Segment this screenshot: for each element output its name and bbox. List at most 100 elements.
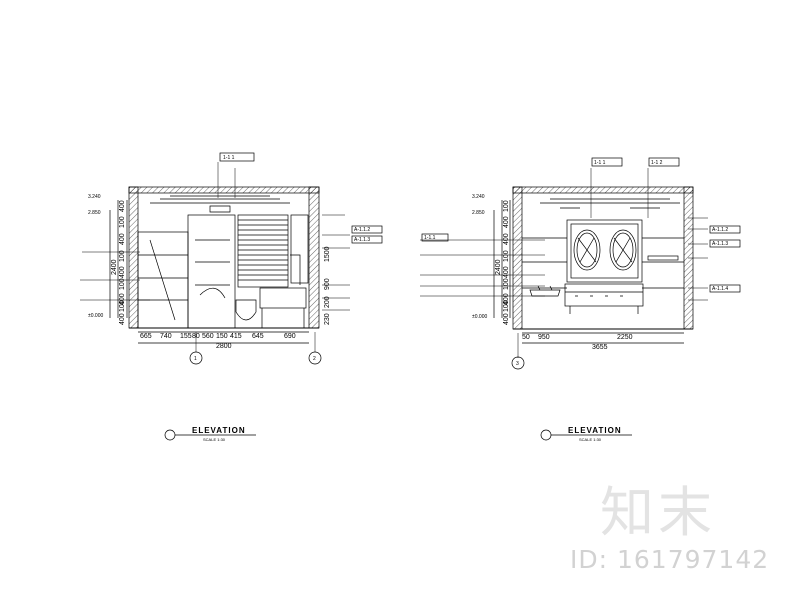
left-level-top: 3.240: [88, 194, 101, 200]
left-hdim-5: 560: [202, 333, 214, 340]
left-title-bubble: [164, 429, 176, 441]
right-vertical-dims: 100 400 400 100 400 100 400 100 400 2400: [495, 200, 510, 325]
left-tag-top: 1-1 1: [223, 155, 235, 161]
left-ceiling-slab: [128, 186, 320, 194]
left-hdim-7: 415: [230, 333, 242, 340]
left-vanity: [259, 287, 307, 309]
left-vdim-1: 400: [119, 200, 126, 212]
right-wall-left: [512, 186, 523, 330]
right-elevation-texts: 1-1 1 1-1 2 1-1.1 A-1.1.2 A-1.1.3 A-1.1.…: [424, 160, 728, 442]
left-vdim-8: 100: [119, 300, 126, 312]
right-tag-box-left-1: [421, 233, 449, 242]
right-total-height: 2400: [495, 259, 502, 275]
right-hdim-3: 2250: [617, 334, 633, 341]
left-right-height-4: 230: [324, 313, 331, 325]
left-level-mid: 2.850: [88, 210, 101, 216]
right-axis-label: 3: [516, 361, 519, 367]
right-ceiling-slab: [512, 186, 694, 194]
left-shower-tiles: [138, 239, 188, 321]
left-level-zero: ±0.000: [88, 313, 103, 319]
right-level-top: 3.240: [472, 194, 485, 200]
right-tag-box-top-1: [591, 157, 623, 167]
right-leaders: [420, 168, 708, 301]
left-wall-niche: [187, 214, 236, 329]
right-towel-bar: [647, 255, 679, 261]
left-hdim-6: 150: [216, 333, 228, 340]
right-hdim-2: 950: [538, 334, 550, 341]
left-axis-label-a: 1: [194, 356, 197, 362]
right-tag-box-r2: [709, 239, 741, 248]
left-vdim-5: 400: [119, 266, 126, 278]
right-tag-box-r3: [709, 284, 741, 293]
right-tag-right-3: A-1.1.4: [712, 286, 728, 292]
right-bottom-dims: 50 950 2250 3655: [522, 334, 633, 351]
left-vdim-4: 100: [119, 250, 126, 262]
left-vdim-2: 100: [119, 216, 126, 228]
left-vdim-7: 400: [119, 293, 126, 305]
left-scale: SCALE 1:30: [203, 437, 226, 442]
watermark-logo: 知末: [600, 481, 716, 544]
left-hdim-8: 645: [252, 333, 264, 340]
right-level-mid: 2.850: [472, 210, 485, 216]
left-hdim-1: 665: [140, 333, 152, 340]
right-scale: SCALE 1:30: [579, 437, 602, 442]
left-bottom-dims: 665 740 155 80 560 150 415 645 690 2800: [140, 333, 296, 350]
right-vdim-4: 100: [503, 250, 510, 262]
left-tag-box-r2: [351, 235, 383, 244]
right-title-bubble: [540, 429, 552, 441]
right-tag-left-1: 1-1.1: [424, 235, 436, 241]
right-tag-top-2: 1-1 2: [651, 160, 663, 166]
right-mirror-frame-inner: [570, 223, 639, 279]
watermark-id: ID: 161797142: [570, 545, 770, 574]
right-elevation: [420, 157, 741, 370]
right-vdim-9: 400: [503, 313, 510, 325]
left-wall-right: [308, 186, 320, 329]
left-wall-left: [128, 186, 139, 329]
left-elevation-texts: 1-1 1 A-1.1.2 A-1.1.3 3.240 2.850 ±0.000…: [88, 155, 370, 442]
left-tag-box-r1: [351, 225, 383, 234]
left-vanity-legs: [261, 254, 305, 328]
right-tag-right-2: A-1.1.3: [712, 241, 728, 247]
left-vdim-9: 400: [119, 313, 126, 325]
left-niche-lines: [195, 239, 230, 299]
left-vdim-6: 100: [119, 278, 126, 290]
left-shower-glass: [137, 231, 189, 329]
right-basin: [529, 285, 561, 297]
right-vdim-5: 400: [503, 266, 510, 278]
left-elevation: [80, 152, 383, 365]
left-axis-bubble-b: [308, 351, 322, 365]
right-wall-panels: [522, 237, 684, 289]
right-vdim-6: 100: [503, 278, 510, 290]
right-mirror-right: [609, 229, 637, 271]
left-hdim-2: 740: [160, 333, 172, 340]
right-vdim-2: 400: [503, 216, 510, 228]
left-vdim-3: 400: [119, 233, 126, 245]
left-hdim-9: 690: [284, 333, 296, 340]
right-tag-box-top-2: [648, 157, 680, 167]
right-axis-bubble: [511, 356, 525, 370]
left-axis-bubble-a: [189, 351, 203, 365]
left-vertical-dims: 400 100 400 100 400 100 400 100 400 2400…: [111, 200, 331, 325]
right-vdim-7: 400: [503, 293, 510, 305]
right-title: ELEVATION: [568, 426, 622, 435]
left-title: ELEVATION: [192, 426, 246, 435]
right-tag-top-1: 1-1 1: [594, 160, 606, 166]
left-right-height-3: 200: [324, 296, 331, 308]
left-louver-slats: [238, 219, 288, 281]
left-right-height-2: 900: [324, 278, 331, 290]
right-level-zero: ±0.000: [472, 314, 487, 320]
right-vanity-drawers: [565, 291, 643, 314]
left-ceiling-detail: [150, 195, 290, 213]
right-mirror-frame-outer: [566, 219, 643, 283]
left-right-height-1: 1500: [324, 246, 331, 262]
right-hdim-1: 50: [522, 334, 530, 341]
right-vdim-1: 100: [503, 200, 510, 212]
right-vdim-3: 400: [503, 233, 510, 245]
left-hdim-4: 80: [192, 333, 200, 340]
left-side-cabinet: [290, 214, 309, 284]
right-mirror-left: [573, 229, 601, 271]
left-louver-panel: [237, 214, 289, 288]
left-tag-right-1: A-1.1.2: [354, 227, 370, 233]
right-vdim-8: 100: [503, 300, 510, 312]
